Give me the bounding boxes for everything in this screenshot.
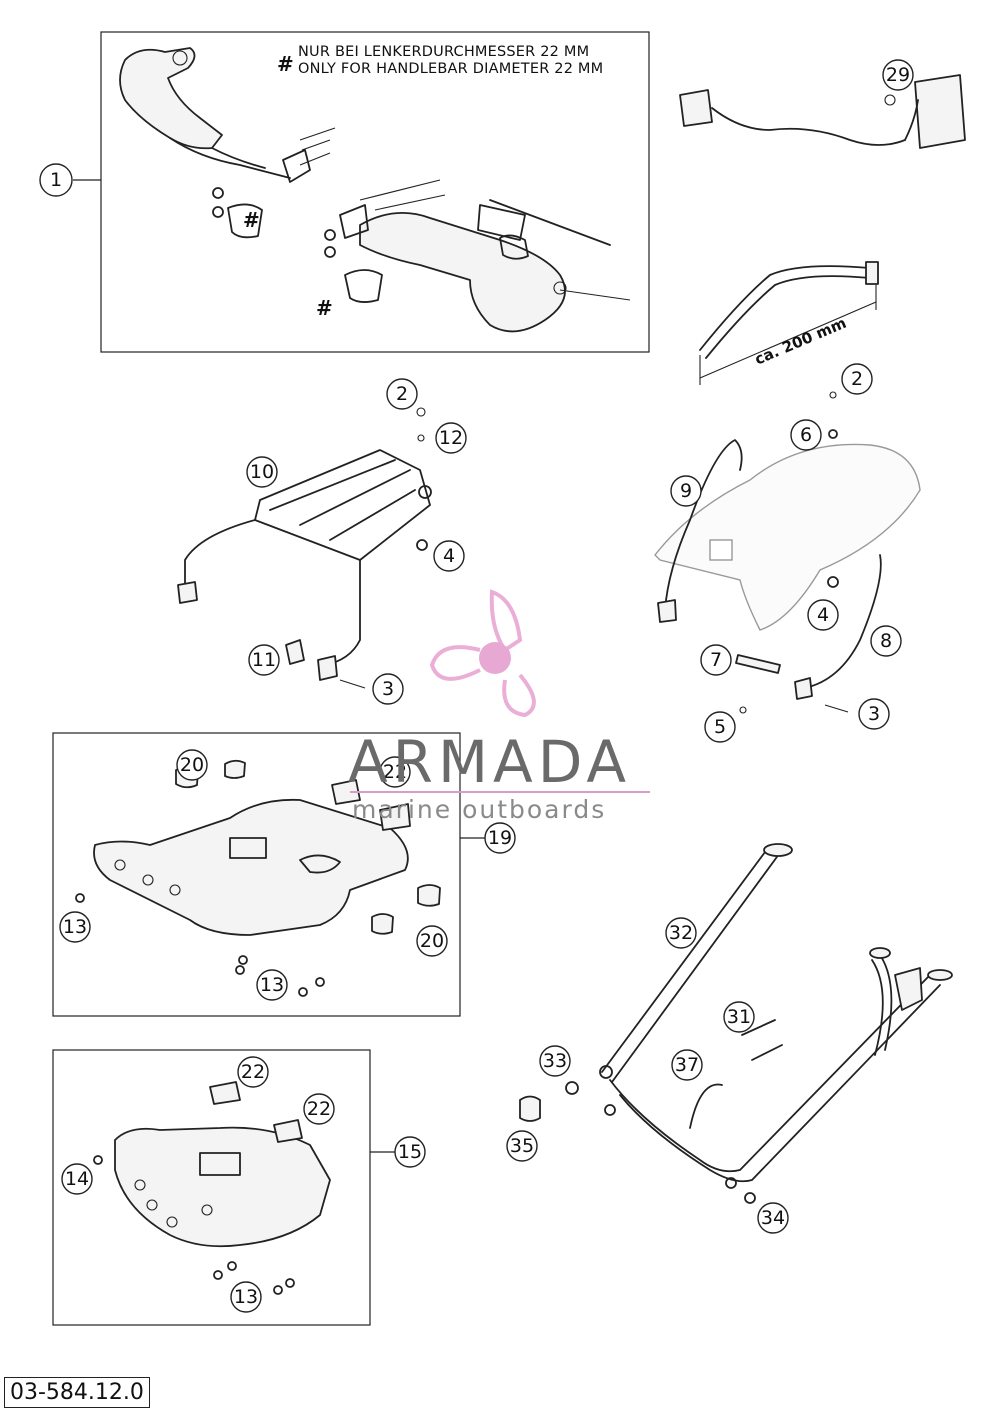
svg-text:2: 2 <box>396 383 408 405</box>
callout-3-rack: 3 <box>372 673 404 705</box>
svg-text:35: 35 <box>510 1135 534 1157</box>
svg-text:37: 37 <box>675 1054 699 1076</box>
svg-text:4: 4 <box>817 604 829 626</box>
svg-text:12: 12 <box>439 427 463 449</box>
svg-text:1: 1 <box>50 169 62 191</box>
svg-text:22: 22 <box>383 761 407 783</box>
callout-9: 9 <box>670 475 702 507</box>
callout-2-rack: 2 <box>386 378 418 410</box>
document-number: 03-584.12.0 <box>4 1377 150 1408</box>
callout-22-box15-right: 22 <box>303 1093 335 1125</box>
svg-text:13: 13 <box>260 974 284 996</box>
callout-3-fender: 3 <box>858 698 890 730</box>
svg-text:2: 2 <box>851 368 863 390</box>
callout-4-fender: 4 <box>807 599 839 631</box>
callout-4-rack: 4 <box>433 540 465 572</box>
handguard-group-box <box>100 31 650 353</box>
callout-33: 33 <box>539 1045 571 1077</box>
callout-6: 6 <box>790 419 822 451</box>
svg-text:10: 10 <box>250 461 274 483</box>
callout-1: 1 <box>39 163 73 197</box>
callout-13-box15: 13 <box>230 1281 262 1313</box>
svg-text:6: 6 <box>800 424 812 446</box>
callout-12: 12 <box>435 422 467 454</box>
svg-text:5: 5 <box>714 716 726 738</box>
callout-20-top: 20 <box>176 749 208 781</box>
callout-13-bottom: 13 <box>256 969 288 1001</box>
svg-text:34: 34 <box>761 1207 785 1229</box>
note-line-english: ONLY FOR HANDLEBAR DIAMETER 22 MM <box>298 61 604 77</box>
svg-text:20: 20 <box>420 930 444 952</box>
skidplate-15-drawing <box>93 1081 331 1295</box>
note-marker: # <box>277 52 294 76</box>
callout-2-fender: 2 <box>841 363 873 395</box>
callout-8: 8 <box>870 625 902 657</box>
skidplate-group-box <box>52 732 461 1017</box>
callout-20-bottom: 20 <box>416 925 448 957</box>
svg-text:22: 22 <box>241 1061 265 1083</box>
callout-22-box19: 22 <box>379 756 411 788</box>
handlebar-note: NUR BEI LENKERDURCHMESSER 22 MM ONLY FOR… <box>298 44 603 78</box>
svg-text:7: 7 <box>710 649 722 671</box>
callout-7: 7 <box>700 644 732 676</box>
svg-text:11: 11 <box>252 649 276 671</box>
svg-text:33: 33 <box>543 1050 567 1072</box>
callout-32: 32 <box>665 917 697 949</box>
callout-13-left: 13 <box>59 911 91 943</box>
luggage-rack-drawing <box>177 407 432 689</box>
svg-text:13: 13 <box>234 1286 258 1308</box>
callout-34: 34 <box>757 1202 789 1234</box>
svg-text:15: 15 <box>398 1141 422 1163</box>
callout-11: 11 <box>248 644 280 676</box>
callout-37: 37 <box>671 1049 703 1081</box>
callout-5: 5 <box>704 711 736 743</box>
callout-15: 15 <box>394 1136 426 1168</box>
watermark-tagline: marine outboards <box>352 795 607 824</box>
svg-text:20: 20 <box>180 754 204 776</box>
svg-text:3: 3 <box>382 678 394 700</box>
callout-22-box15-top: 22 <box>237 1056 269 1088</box>
center-stand-drawing <box>519 843 953 1204</box>
note-line-german: NUR BEI LENKERDURCHMESSER 22 MM <box>298 44 590 60</box>
rear-fender-drawing <box>654 391 921 714</box>
svg-text:32: 32 <box>669 922 693 944</box>
svg-text:19: 19 <box>488 827 512 849</box>
skidplate-19-drawing <box>75 759 441 997</box>
svg-text:22: 22 <box>307 1098 331 1120</box>
callout-19: 19 <box>484 822 516 854</box>
grab-handle-drawing <box>699 261 879 385</box>
callout-10: 10 <box>246 456 278 488</box>
svg-text:13: 13 <box>63 916 87 938</box>
svg-text:31: 31 <box>727 1006 751 1028</box>
wiring-harness-drawing <box>679 74 966 149</box>
svg-text:4: 4 <box>443 545 455 567</box>
callout-35: 35 <box>506 1130 538 1162</box>
handguard-left-drawing <box>119 47 336 239</box>
svg-text:14: 14 <box>65 1168 89 1190</box>
armada-propeller-logo <box>429 589 536 718</box>
svg-text:3: 3 <box>868 703 880 725</box>
watermark-brand: ARMADA <box>348 728 632 796</box>
callout-14: 14 <box>61 1163 93 1195</box>
callout-31: 31 <box>723 1001 755 1033</box>
svg-text:29: 29 <box>886 64 910 86</box>
skidplate2-group-box <box>52 1049 371 1326</box>
callout-29: 29 <box>882 59 914 91</box>
svg-text:9: 9 <box>680 480 692 502</box>
watermark-rule <box>350 791 650 793</box>
svg-text:8: 8 <box>880 630 892 652</box>
hash-marker-left: # <box>243 208 260 232</box>
handguard-right-drawing <box>324 179 631 333</box>
hash-marker-right: # <box>316 296 333 320</box>
